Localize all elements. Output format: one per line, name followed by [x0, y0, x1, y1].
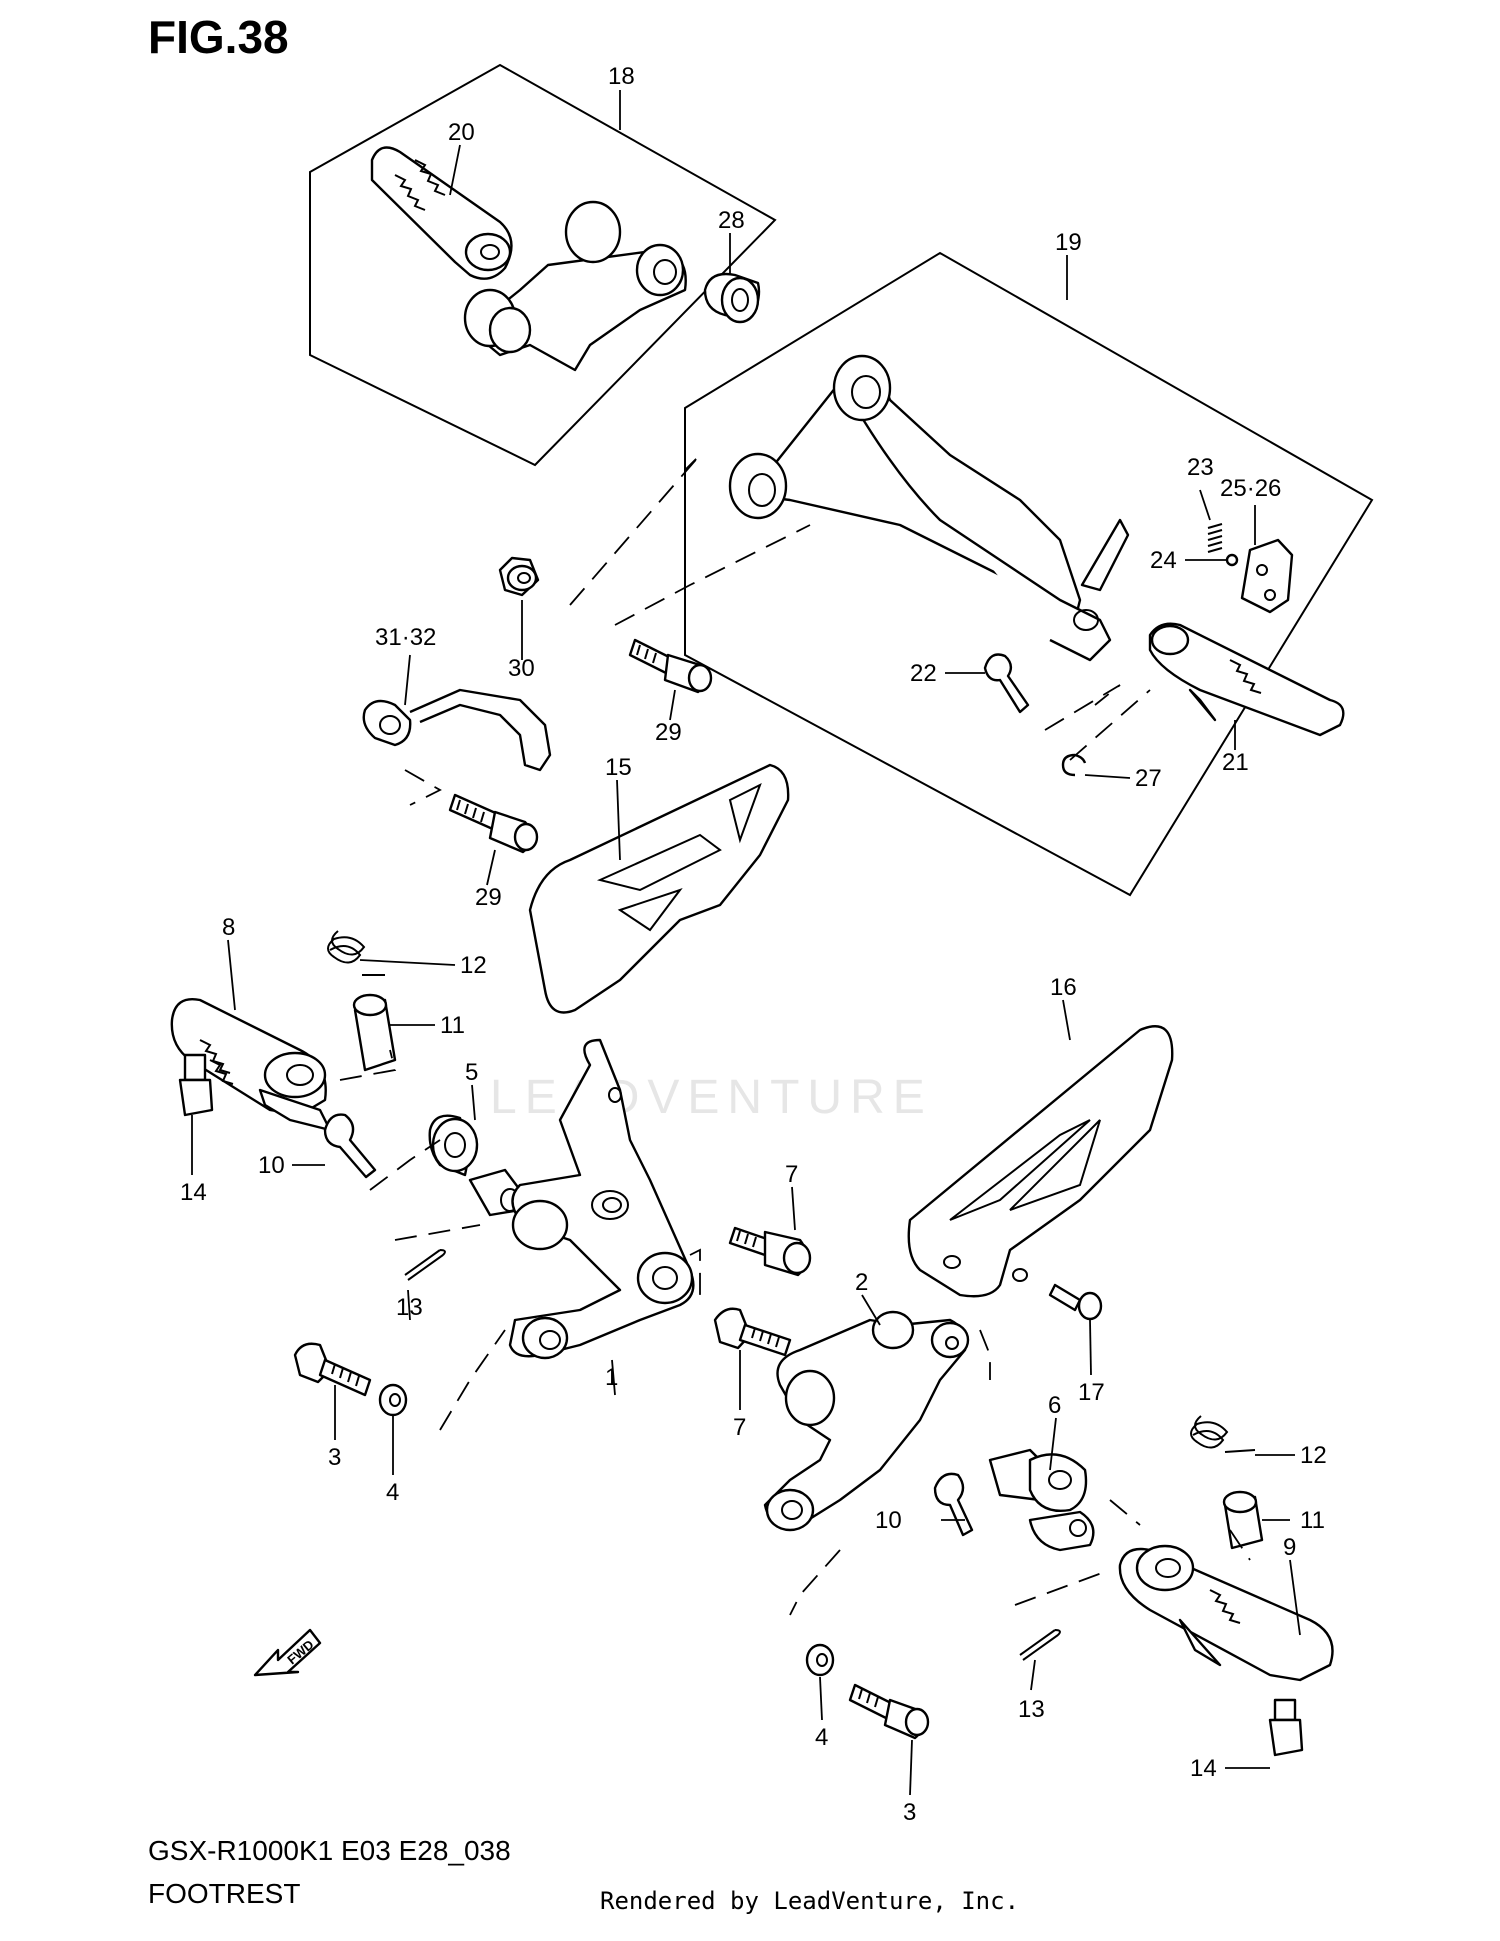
part-29-bolt-lower[interactable] [448, 793, 539, 854]
part-10-pin[interactable] [323, 1113, 377, 1179]
part-14-adjuster-bolt-right[interactable] [1268, 1698, 1304, 1757]
callout-15: 15 [605, 754, 632, 781]
callout-31-32: 31·32 [375, 624, 436, 651]
part-11-collar[interactable] [352, 993, 397, 1072]
credit-line: Rendered by LeadVenture, Inc. [600, 1887, 1020, 1915]
part-15-heel-guard[interactable] [528, 763, 790, 1014]
part-4-washer[interactable] [378, 1383, 408, 1417]
callout-10-right: 10 [875, 1507, 902, 1534]
part-4-washer-right[interactable] [805, 1643, 835, 1677]
callout-7-lower: 7 [733, 1414, 746, 1441]
callout-1: 1 [605, 1364, 618, 1391]
callout-6: 6 [1048, 1392, 1061, 1419]
part-7-bolt-lower[interactable] [713, 1307, 792, 1357]
part-27-circlip[interactable] [1061, 753, 1087, 777]
callout-5: 5 [465, 1059, 478, 1086]
part-14-adjuster-bolt[interactable] [178, 1053, 214, 1117]
part-2-footrest-bracket[interactable] [763, 1310, 970, 1532]
callout-14-right: 14 [1190, 1755, 1217, 1782]
callout-labels: 18 20 28 19 23 25·26 24 22 21 27 30 29 3… [180, 63, 1327, 1826]
model-code: GSX-R1000K1 E03 E28_038 [148, 1835, 511, 1866]
callout-19: 19 [1055, 229, 1082, 256]
part-12-spring[interactable] [327, 930, 385, 976]
part-25-26-plate[interactable] [1240, 538, 1294, 614]
callout-29-upper: 29 [655, 719, 682, 746]
callout-25-26: 25·26 [1220, 475, 1281, 502]
callout-4-right: 4 [815, 1724, 828, 1751]
figure-title: FIG.38 [148, 11, 289, 63]
part-11-collar-right[interactable] [1222, 1490, 1264, 1550]
callout-29-lower: 29 [475, 884, 502, 911]
leader-lines [191, 90, 1301, 1796]
part-21-passenger-footpeg[interactable] [1148, 622, 1345, 737]
callout-4-left: 4 [386, 1479, 399, 1506]
part-1-footrest-bracket[interactable] [508, 1038, 695, 1360]
assembly-box-18 [309, 63, 777, 467]
callout-17: 17 [1078, 1379, 1105, 1406]
callout-14-left: 14 [180, 1179, 207, 1206]
callout-7-upper: 7 [785, 1161, 798, 1188]
part-31-32-guard[interactable] [362, 688, 552, 772]
part-12-spring-right[interactable] [1190, 1415, 1256, 1453]
callout-16: 16 [1050, 974, 1077, 1001]
part-5-pivot[interactable] [428, 1114, 522, 1217]
part-6-pivot[interactable] [988, 1448, 1095, 1552]
callout-20: 20 [448, 119, 475, 146]
callout-21: 21 [1222, 749, 1249, 776]
part-24-ball[interactable] [1225, 553, 1239, 567]
part-22-pin[interactable] [983, 653, 1030, 714]
part-3-bolt-right[interactable] [848, 1683, 930, 1740]
forward-arrow-icon: FWD [253, 1628, 322, 1677]
part-16-heel-guard[interactable] [907, 1025, 1174, 1298]
callout-12-right: 12 [1300, 1442, 1327, 1469]
part-17-screw[interactable] [1048, 1283, 1103, 1321]
callout-13-right: 13 [1018, 1696, 1045, 1723]
part-29-bolt-upper[interactable] [628, 638, 713, 694]
callout-24: 24 [1150, 547, 1177, 574]
callout-2: 2 [855, 1269, 868, 1296]
callout-10-left: 10 [258, 1152, 285, 1179]
callout-13-left: 13 [396, 1294, 423, 1321]
part-9-footpeg[interactable] [1118, 1544, 1334, 1682]
part-30-nut[interactable] [498, 556, 540, 597]
assembly-lines [339, 454, 1251, 1616]
part-10-pin-right[interactable] [933, 1472, 974, 1537]
callout-28: 28 [718, 207, 745, 234]
callout-18: 18 [608, 63, 635, 90]
callout-22: 22 [910, 660, 937, 687]
part-13-cotter-pin-right[interactable] [1019, 1629, 1061, 1661]
part-13-cotter-pin[interactable] [404, 1249, 446, 1281]
part-7-bolt[interactable] [728, 1226, 812, 1277]
callout-3-left: 3 [328, 1444, 341, 1471]
part-23-spring[interactable] [1207, 523, 1223, 553]
assembly-box-19 [684, 251, 1374, 897]
callout-11-right: 11 [1300, 1507, 1325, 1534]
section-name: FOOTREST [148, 1878, 301, 1909]
callout-8: 8 [222, 914, 235, 941]
callout-3-right: 3 [903, 1799, 916, 1826]
callout-23: 23 [1187, 454, 1214, 481]
callout-9: 9 [1283, 1534, 1296, 1561]
callout-12-left: 12 [460, 952, 487, 979]
part-8-footpeg[interactable] [170, 998, 332, 1132]
part-3-bolt[interactable] [293, 1342, 372, 1397]
callout-30: 30 [508, 655, 535, 682]
callout-11-left: 11 [440, 1012, 465, 1039]
callout-27: 27 [1135, 765, 1162, 792]
